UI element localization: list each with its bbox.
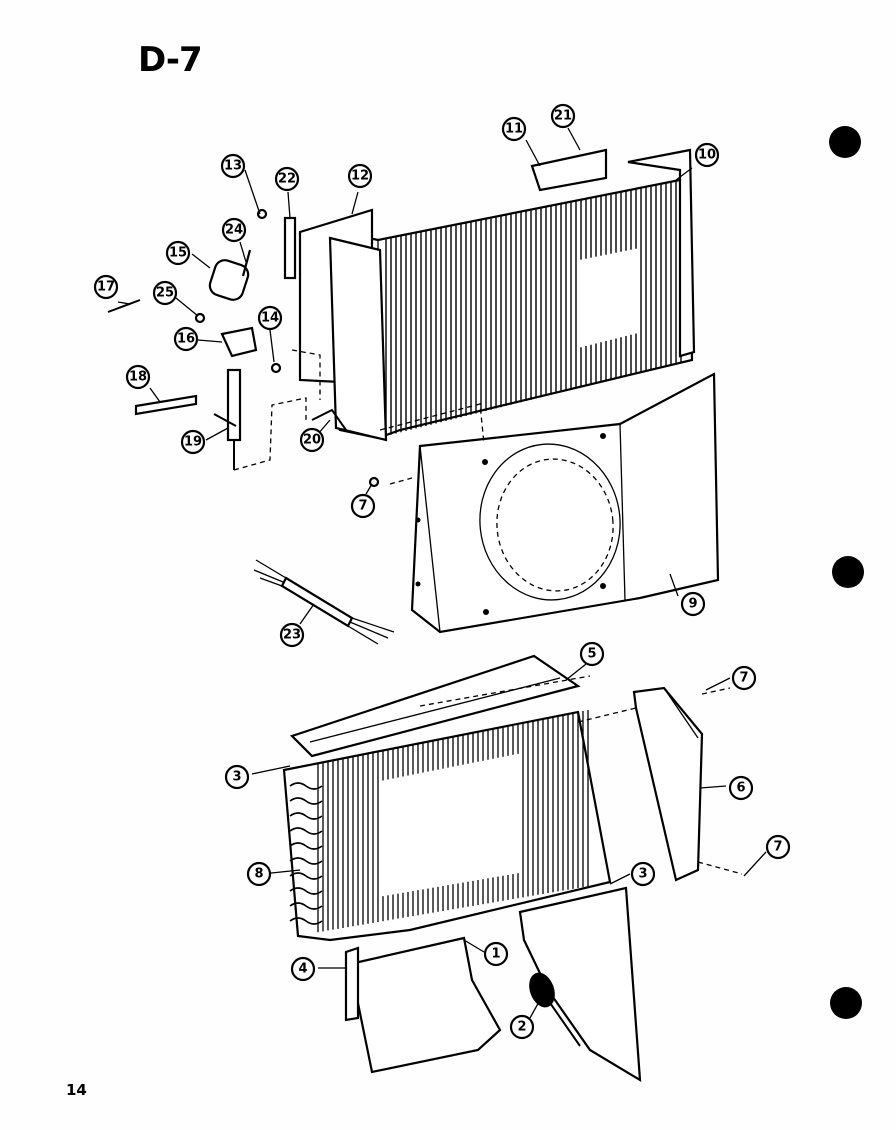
callout-16-upper: 16 (173, 326, 199, 352)
coil-tube (289, 827, 323, 835)
callout-10: 10 (694, 142, 720, 168)
callout-15: 15 (165, 240, 191, 266)
top-rail (289, 654, 581, 758)
svg-text:18: 18 (129, 370, 147, 385)
callout-5: 5 (579, 641, 605, 667)
svg-text:7: 7 (358, 499, 367, 514)
callout-9: 9 (680, 591, 706, 617)
svg-text:7: 7 (739, 671, 748, 686)
coil-tube (289, 917, 323, 925)
coil-right-bracket (627, 148, 696, 358)
coil-tube (289, 797, 323, 805)
callout-21: 21 (550, 103, 576, 129)
callout-4: 4 (290, 956, 316, 982)
coil-end-plate (328, 236, 388, 442)
coil-tube (289, 887, 323, 895)
svg-text:17: 17 (97, 280, 115, 295)
fan-shroud (410, 372, 720, 634)
binder-holes (829, 126, 864, 1019)
coil-tube (289, 782, 323, 790)
svg-text:8: 8 (254, 867, 263, 882)
front-panel-right (518, 886, 642, 1083)
svg-text:16: 16 (177, 332, 195, 347)
svg-text:25: 25 (156, 286, 174, 301)
svg-text:23: 23 (283, 628, 301, 643)
evaporator-coil (282, 710, 612, 942)
svg-text:4: 4 (298, 962, 307, 977)
callout-6: 6 (728, 775, 754, 801)
svg-text:9: 9 (688, 597, 697, 612)
svg-text:3: 3 (638, 867, 647, 882)
svg-text:15: 15 (169, 246, 187, 261)
svg-text:22: 22 (278, 172, 296, 187)
svg-text:20: 20 (303, 433, 321, 448)
svg-text:1: 1 (491, 947, 500, 962)
callout-14: 14 (257, 305, 283, 331)
svg-text:3: 3 (232, 770, 241, 785)
callout-7-upper: 7 (350, 493, 376, 519)
top-bracket (530, 148, 608, 192)
svg-text:14: 14 (261, 311, 279, 326)
coil-tube (289, 842, 323, 850)
front-panel-left (348, 936, 502, 1074)
svg-text:11: 11 (505, 122, 523, 137)
coil-tube (289, 902, 323, 910)
coil-tube (289, 812, 323, 820)
callout-3-right: 3 (630, 861, 656, 887)
callout-23: 23 (279, 622, 305, 648)
callout-17: 17 (93, 274, 119, 300)
svg-text:10: 10 (698, 148, 716, 163)
svg-text:5: 5 (587, 647, 596, 662)
callout-25: 25 (152, 280, 178, 306)
wiring-harness (253, 559, 395, 645)
svg-text:24: 24 (225, 223, 243, 238)
svg-text:6: 6 (736, 781, 745, 796)
svg-text:12: 12 (351, 169, 369, 184)
callout-22: 22 (274, 166, 300, 192)
callout-19: 19 (180, 429, 206, 455)
diagram-title: D-7 (138, 40, 203, 80)
callout-2: 2 (509, 1014, 535, 1040)
callout-18: 18 (125, 364, 151, 390)
callout-8: 8 (246, 861, 272, 887)
callout-7-right-bottom: 7 (765, 834, 791, 860)
leader-lines (117, 127, 767, 1019)
callout-1: 1 (483, 941, 509, 967)
svg-text:7: 7 (773, 840, 782, 855)
panel-clip (344, 946, 360, 1022)
svg-text:19: 19 (184, 435, 202, 450)
callout-13: 13 (220, 153, 246, 179)
callout-12: 12 (347, 163, 373, 189)
callout-3-left: 3 (224, 764, 250, 790)
page-number: 14 (66, 1081, 87, 1099)
coil-tube (289, 872, 323, 880)
callout-11: 11 (501, 116, 527, 142)
callout-7-right-top: 7 (731, 665, 757, 691)
callout-20: 20 (299, 427, 325, 453)
svg-text:21: 21 (554, 109, 572, 124)
coil-tube (289, 857, 323, 865)
svg-text:2: 2 (517, 1020, 526, 1035)
callout-24: 24 (221, 217, 247, 243)
svg-text:13: 13 (224, 159, 242, 174)
